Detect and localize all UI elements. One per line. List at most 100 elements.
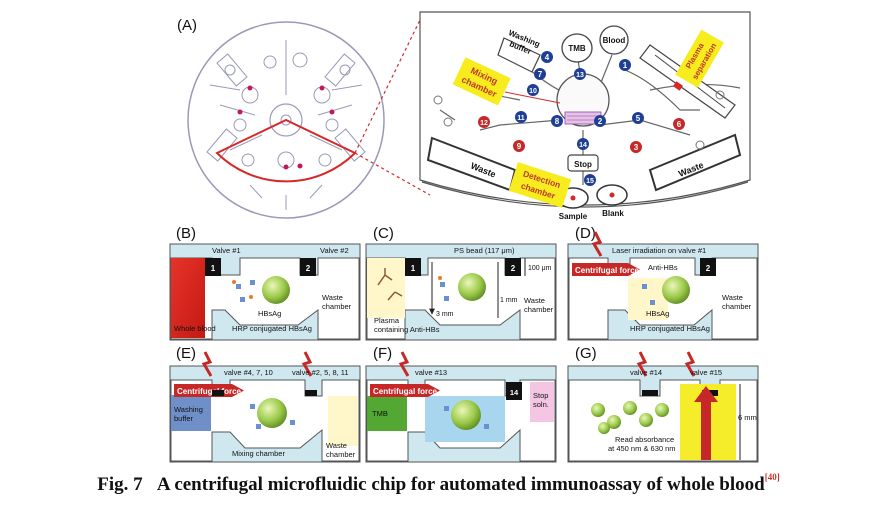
- plasma-line2: containing Anti-HBs: [374, 325, 440, 334]
- svg-text:6: 6: [677, 120, 682, 129]
- read-line2: at 450 nm & 630 nm: [608, 444, 676, 453]
- mm1-label: 1 mm: [500, 297, 518, 304]
- valve-3: 3: [630, 141, 642, 153]
- waste-d-line1: Waste: [722, 293, 743, 302]
- figure-canvas: (A): [169, 11, 759, 463]
- valve-6: 6: [673, 118, 685, 130]
- caption-fig-label: Fig. 7: [97, 474, 143, 495]
- valve-13: 13: [574, 68, 586, 80]
- valve-2-text-c: 2: [511, 264, 516, 273]
- valve-2-text: 2: [306, 264, 311, 273]
- svg-text:10: 10: [529, 88, 537, 95]
- hbsag-label-d: HBsAg: [646, 309, 669, 318]
- panel-a-label: (A): [177, 17, 197, 34]
- waste-e-line2: chamber: [326, 450, 356, 459]
- panel-e-label: (E): [176, 345, 196, 362]
- hrp-label-d: HRP conjugated HBsAg: [630, 324, 710, 333]
- panel-c-label: (C): [373, 225, 394, 242]
- sample-label: Sample: [559, 212, 588, 221]
- valve-13-label: valve #13: [415, 368, 447, 377]
- stop-f-line1: Stop: [533, 391, 548, 400]
- mm3-label: 3 mm: [436, 311, 454, 318]
- valve-markers-blue: 1 2 4 5 7 8 10 11 13 14 15: [515, 51, 644, 186]
- panel-b-label: (B): [176, 225, 196, 242]
- read-line1: Read absorbance: [615, 435, 674, 444]
- valve-15: 15: [584, 174, 596, 186]
- valves-b-label: valve #2, 5, 8, 11: [292, 368, 349, 377]
- valve-15-label: valve #15: [690, 368, 722, 377]
- panel-d: (D) Centrifugal force 2 Laser irradiatio…: [567, 225, 759, 341]
- blank-label: Blank: [602, 209, 624, 218]
- valve-4: 4: [541, 51, 553, 63]
- svg-text:8: 8: [555, 117, 560, 126]
- laser-bolt-icon: [201, 351, 213, 377]
- laser-bolt-icon: [591, 231, 603, 257]
- valve-1-caption: Valve #1: [212, 246, 241, 255]
- valve-1-block-c: [405, 258, 421, 276]
- whole-blood-label: Whole blood: [174, 324, 216, 333]
- laser-bolt-icon: [684, 351, 696, 377]
- waste-b-line1: Waste: [322, 293, 343, 302]
- cf-label-f: Centrifugal force: [373, 387, 438, 396]
- tmb-f-label: TMB: [372, 409, 388, 418]
- valve-14-label: valve #14: [630, 368, 662, 377]
- valves-a-label: valve #4, 7, 10: [224, 368, 273, 377]
- waste-b-line2: chamber: [322, 302, 352, 311]
- valve-2-text-d: 2: [706, 264, 711, 273]
- caption-ref: [40]: [764, 472, 780, 482]
- svg-text:2: 2: [598, 117, 603, 126]
- panel-f-label: (F): [373, 345, 392, 362]
- laser-bolt-icon: [398, 351, 410, 377]
- svg-text:13: 13: [576, 72, 584, 79]
- mixing-pointer: [504, 91, 561, 104]
- panel-d-label: (D): [575, 225, 596, 242]
- svg-text:15: 15: [586, 178, 594, 185]
- zoom-connector-bottom: [354, 152, 431, 196]
- valve-2-caption: Valve #2: [320, 246, 349, 255]
- valve-12: 12: [478, 116, 490, 128]
- svg-text:4: 4: [545, 53, 550, 62]
- panel-a: (A): [177, 11, 751, 221]
- valve-14: 14: [577, 138, 589, 150]
- valve-2-block: [300, 258, 316, 276]
- waste-c-line2: chamber: [524, 305, 554, 314]
- valve-14-text-f: 14: [510, 388, 519, 397]
- flow-arrow-icon: [694, 386, 718, 460]
- panel-f: (F) Centrifugal force 14 valve #13 TMB S…: [365, 345, 557, 463]
- valve-1-text: 1: [211, 264, 216, 273]
- svg-text:9: 9: [517, 142, 522, 151]
- chip-disc: [187, 21, 385, 219]
- stop-f-line2: soln.: [533, 400, 549, 409]
- wash-e-line2: buffer: [174, 414, 194, 423]
- svg-text:11: 11: [517, 115, 525, 122]
- valve-9: 9: [513, 140, 525, 152]
- valve-1: 1: [619, 59, 631, 71]
- mm6-label: 6 mm: [738, 413, 757, 422]
- figure-caption: Fig. 7 A centrifugal microfluidic chip f…: [0, 472, 877, 496]
- valve-1-text-c: 1: [411, 264, 416, 273]
- svg-text:5: 5: [636, 114, 641, 123]
- valve-1-block: [205, 258, 221, 276]
- um100-label: 100 μm: [528, 265, 552, 272]
- panel-c: (C) 1 2 PS bead (117 μm) 100 μm 1 mm 3 m…: [365, 225, 557, 341]
- panel-b: (B) 1 2 Valve #1 Valve #2 HBsAg Waste ch…: [169, 225, 361, 341]
- beads-cluster: [591, 401, 669, 434]
- svg-text:1: 1: [623, 61, 628, 70]
- panel-g: (G) valve #14 valve #15 Read absorbance …: [567, 345, 759, 463]
- wash-e-line1: Washing: [174, 405, 203, 414]
- waste-c-line1: Waste: [524, 296, 545, 305]
- laser-label: Laser irradiation on valve #1: [612, 246, 706, 255]
- zoom-connector-top: [354, 19, 421, 154]
- laser-bolt-icon: [301, 351, 313, 377]
- caption-title: A centrifugal microfluidic chip for auto…: [156, 474, 765, 495]
- valve-markers-red: 3 6 9 12: [478, 116, 685, 153]
- panel-g-label: (G): [575, 345, 597, 362]
- plasma-line1: Plasma: [374, 316, 400, 325]
- svg-text:14: 14: [579, 142, 587, 149]
- waste-d-line2: chamber: [722, 302, 752, 311]
- valve-10: 10: [527, 84, 539, 96]
- cf-label-d: Centrifugal force: [575, 266, 640, 275]
- valve-2-block-c: [505, 258, 521, 276]
- hrp-label-b: HRP conjugated HBsAg: [232, 324, 312, 333]
- panel-e: (E) Centrifugal force valve #4, 7, 10 va…: [169, 345, 361, 463]
